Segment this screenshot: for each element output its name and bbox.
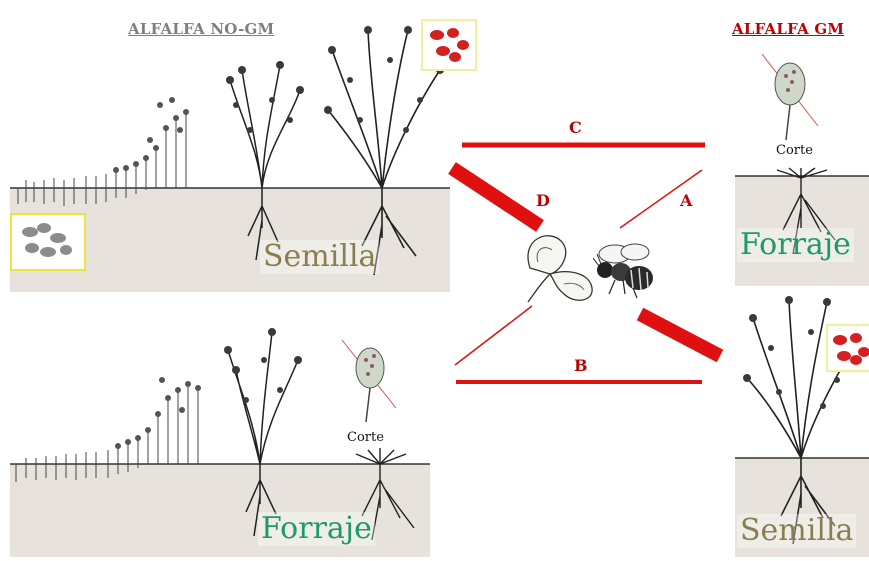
title-nogm: ALFALFA NO-GM [128,20,274,38]
label-semilla-gm: Semilla [737,514,856,548]
label-corte-left: Corte [347,430,384,445]
seed-box-gm-top [421,19,477,71]
title-gm: ALFALFA GM [732,20,844,38]
seedling-leaves [113,97,189,173]
arrow-label-d: D [536,191,550,210]
label-forraje-gm: Forraje [737,228,854,262]
gm-forage-illustration [735,166,869,286]
seed-cluster-icon [828,326,869,370]
arrow-b-diag [455,306,532,365]
plant-medium-foliage [226,61,304,133]
arrow-d-lower [640,314,720,356]
nogm-seed-illustration [10,10,450,292]
arrow-d [452,168,540,226]
arrow-label-b: B [574,356,588,375]
arrow-label-c: C [569,118,582,137]
plant-medium-foliage [224,328,302,403]
arrow-label-a: A [680,191,692,210]
cut-flower-icon [338,338,398,424]
label-corte-right: Corte [776,143,813,158]
bee-icon [593,240,657,300]
label-semilla-nogm: Semilla [260,240,379,274]
label-forraje-nogm: Forraje [258,512,375,546]
seed-box-nogm [11,214,85,270]
seed-cluster-icon [423,21,475,69]
seed-box-gm-bottom [826,324,869,372]
alfalfa-flower-icon [520,228,600,306]
panel-nogm-seed [10,10,450,292]
panel-gm-forage [735,166,869,286]
cut-flower-icon [756,52,820,142]
